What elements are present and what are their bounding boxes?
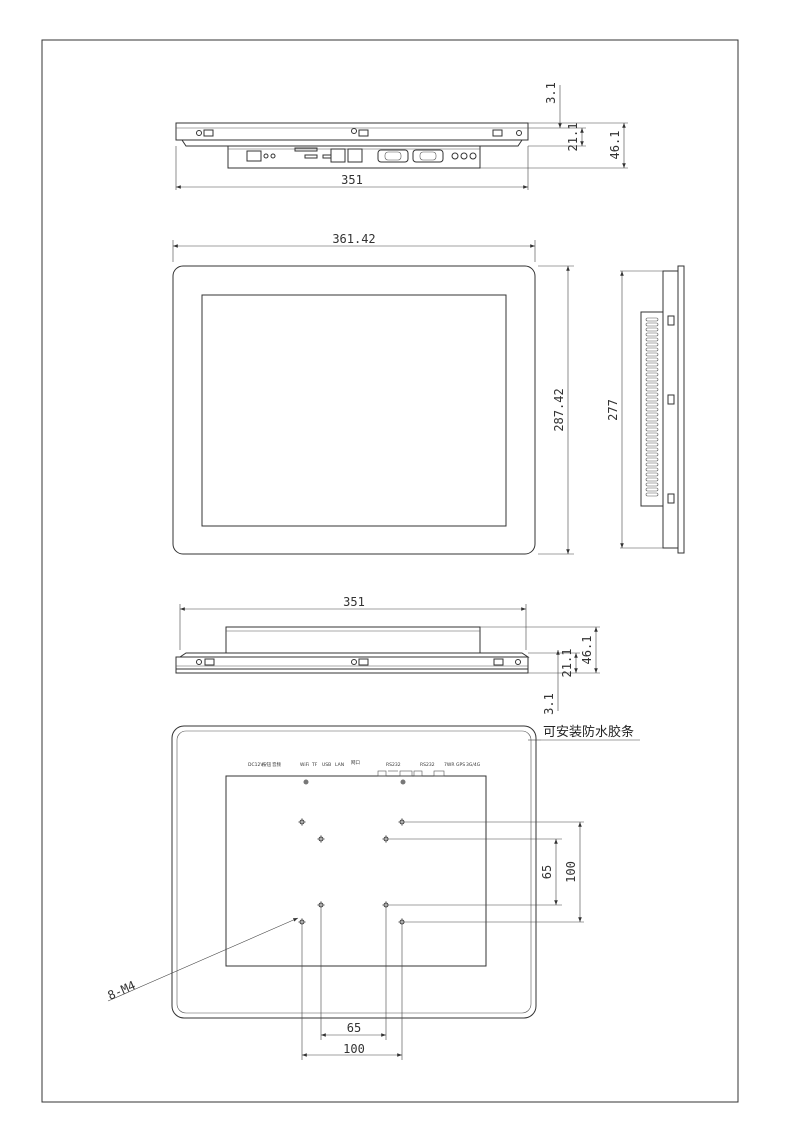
connector-pin (645, 462, 659, 467)
bezel (172, 265, 536, 555)
screw-icon (400, 779, 406, 785)
top-dim-3-1: 3.1 (544, 82, 558, 104)
vesa-100-vertical-dim: 100 (564, 861, 578, 883)
top-width-dim: 351 (341, 173, 363, 187)
mount-hole-icon (382, 835, 390, 843)
port-label: USB (322, 762, 331, 768)
io-panel (227, 145, 481, 169)
connector-pin (645, 422, 659, 427)
front-height-dim: 287.42 (552, 388, 566, 431)
lan-port (347, 148, 363, 163)
dc-port (246, 150, 262, 162)
connector-pin (645, 392, 659, 397)
connector-pin (645, 482, 659, 487)
top-dim-46-1: 46.1 (608, 131, 622, 160)
back-cover (225, 775, 487, 967)
lan-port (330, 148, 346, 163)
connector-pin (645, 447, 659, 452)
connector-pin (645, 367, 659, 372)
mount-hole-icon (298, 818, 306, 826)
connector-pin (645, 327, 659, 332)
screen (201, 294, 507, 527)
side-height-dim: 277 (606, 399, 620, 421)
gasket-note: 可安装防水胶条 (543, 724, 634, 740)
bottom-dim-3-1: 3.1 (542, 693, 556, 715)
port-label: 音频 (272, 761, 281, 768)
connector-pin (645, 372, 659, 377)
port-label: GPS (456, 762, 465, 768)
vesa-65-horizontal-dim: 65 (347, 1021, 361, 1035)
connector-pin (645, 387, 659, 392)
mount-hole-icon (382, 901, 390, 909)
port-label: DC12V (248, 762, 264, 768)
connector-pin (645, 377, 659, 382)
connector-pin (645, 337, 659, 342)
side-view: 277 (606, 265, 685, 554)
mount-hole-icon (298, 918, 306, 926)
front-view: 361.42 287.42 (172, 232, 574, 555)
connector-pin (645, 467, 659, 472)
connector-pin (645, 427, 659, 432)
port-label: RS232 (420, 762, 435, 768)
top-view: 351 3.1 21.1 46.1 (175, 82, 628, 190)
connector-pin (645, 332, 659, 337)
port-label: LAN (335, 762, 344, 768)
back-view: 可安装防水胶条 DC12V 按钮 音频 WiFi TF USB LAN 网口 R… (106, 724, 640, 1060)
connector-pin (645, 322, 659, 327)
top-dim-21-1: 21.1 (566, 123, 580, 152)
connector-pin (645, 437, 659, 442)
port-label: 7WR (444, 762, 454, 768)
vesa-100-horizontal-dim: 100 (343, 1042, 365, 1056)
connector-pin (645, 492, 659, 497)
connector-pin (645, 457, 659, 462)
front-width-dim: 361.42 (332, 232, 375, 246)
connector-pin (645, 472, 659, 477)
db9-port (377, 149, 409, 163)
connector-pin (645, 432, 659, 437)
connector-pin (645, 342, 659, 347)
bottom-view: 351 46.1 21.1 3.1 (175, 595, 600, 715)
screw-callout: 8-M4 (106, 978, 138, 1003)
back-outer-shell (171, 725, 537, 1019)
mount-hole-icon (317, 835, 325, 843)
bottom-width-dim: 351 (343, 595, 365, 609)
connector-pin (645, 487, 659, 492)
connector-pin (645, 442, 659, 447)
connector-pin (645, 382, 659, 387)
drawing-border (41, 39, 739, 1103)
connector-pin (645, 362, 659, 367)
bottom-dim-21-1: 21.1 (560, 649, 574, 678)
port-label: TF (311, 762, 318, 768)
connector-pin (645, 347, 659, 352)
port-label: 3G/4G (466, 762, 481, 768)
mount-hole-icon (398, 918, 406, 926)
port-label: WiFi (300, 762, 309, 768)
side-connector-strip (640, 311, 664, 507)
mount-hole-icon (398, 818, 406, 826)
connector-pin (645, 452, 659, 457)
port-label: RS232 (386, 762, 401, 768)
connector-pin (645, 417, 659, 422)
mount-hole-icon (317, 901, 325, 909)
port-label: 网口 (351, 760, 360, 766)
connector-pin (645, 412, 659, 417)
connector-pin (645, 317, 659, 322)
bottom-dim-46-1: 46.1 (580, 636, 594, 665)
screw-icon (303, 779, 309, 785)
connector-pin (645, 397, 659, 402)
connector-pin (645, 477, 659, 482)
connector-pin (645, 352, 659, 357)
db9-port (412, 149, 444, 163)
connector-pin (645, 357, 659, 362)
vesa-65-vertical-dim: 65 (540, 865, 554, 879)
port-label: 按钮 (262, 761, 271, 768)
connector-pin (645, 407, 659, 412)
connector-pin (645, 402, 659, 407)
